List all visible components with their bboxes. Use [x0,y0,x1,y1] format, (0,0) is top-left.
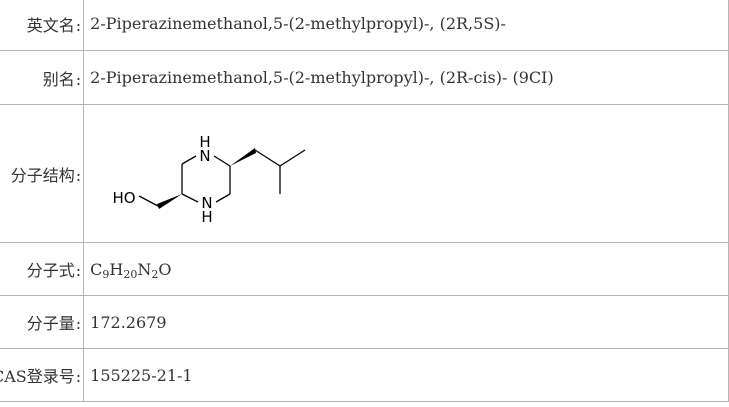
value-cas-number: 155225-21-1 [90,365,193,385]
label-colon: : [75,165,82,185]
value-cell: C9H20N2O [83,242,729,296]
bond [181,154,197,165]
formula-subscript: 2 [151,267,159,281]
bond [254,148,281,167]
label-colon: : [75,261,82,280]
formula-element: O [158,259,172,279]
bond [138,194,159,207]
value-cell: 155225-21-1 [83,348,729,402]
label-cell: 英文名: [0,0,85,51]
label-cell: 分子式: [0,242,85,296]
row-alias: 别名: 2-Piperazinemethanol,5-(2-methylprop… [0,50,729,105]
atom-ho: HO [113,189,136,207]
label-cell: 分子量: [0,295,85,349]
label-cell: CAS登录号: [0,348,85,402]
atom-n-bottom: N [202,194,213,212]
value-english-name: 2-Piperazinemethanol,5-(2-methylpropyl)-… [90,14,506,33]
row-molecular-weight: 分子量: 172.2679 [0,295,729,349]
molecule-structure-diagram: N H N H HO [113,133,306,226]
label-colon: : [75,314,82,333]
label-cas-number: CAS登录号 [0,367,75,386]
row-formula: 分子式: C9H20N2O [0,242,729,296]
formula-element: C [90,259,103,279]
bond [279,148,306,167]
label-molecular-weight: 分子量 [26,314,75,333]
row-english-name: 英文名: 2-Piperazinemethanol,5-(2-methylpro… [0,0,729,51]
value-cell: 172.2679 [83,295,729,349]
value-cell: 2-Piperazinemethanol,5-(2-methylpropyl)-… [83,50,729,105]
label-colon: : [75,69,82,89]
bond [181,192,199,203]
label-cell: 别名: [0,50,85,105]
atom-h-bottom: H [202,208,213,226]
value-formula: C9H20N2O [90,259,172,281]
row-structure: 分子结构: N H [0,104,729,243]
bond [215,192,231,203]
formula-element: N [137,259,152,279]
atom-n-top: N [200,147,211,165]
formula-subscript: 9 [102,267,110,281]
label-alias: 别名 [42,69,75,89]
formula-subscript: 20 [123,267,138,281]
atom-h-top: H [200,133,211,151]
label-english-name: 英文名 [26,15,75,35]
wedge-bond [230,147,257,166]
formula-element: H [109,259,124,279]
value-cell: N H N H HO [83,104,729,243]
value-alias: 2-Piperazinemethanol,5-(2-methylpropyl)-… [90,68,554,87]
value-cell: 2-Piperazinemethanol,5-(2-methylpropyl)-… [83,0,729,51]
value-molecular-weight: 172.2679 [90,312,167,332]
label-formula: 分子式 [26,261,75,280]
label-colon: : [75,15,82,35]
label-colon: : [75,367,82,386]
bond [213,154,231,167]
label-cell: 分子结构: [0,104,85,243]
row-cas-number: CAS登录号: 155225-21-1 [0,348,729,402]
wedge-bond [157,193,183,209]
label-structure: 分子结构 [10,165,75,185]
